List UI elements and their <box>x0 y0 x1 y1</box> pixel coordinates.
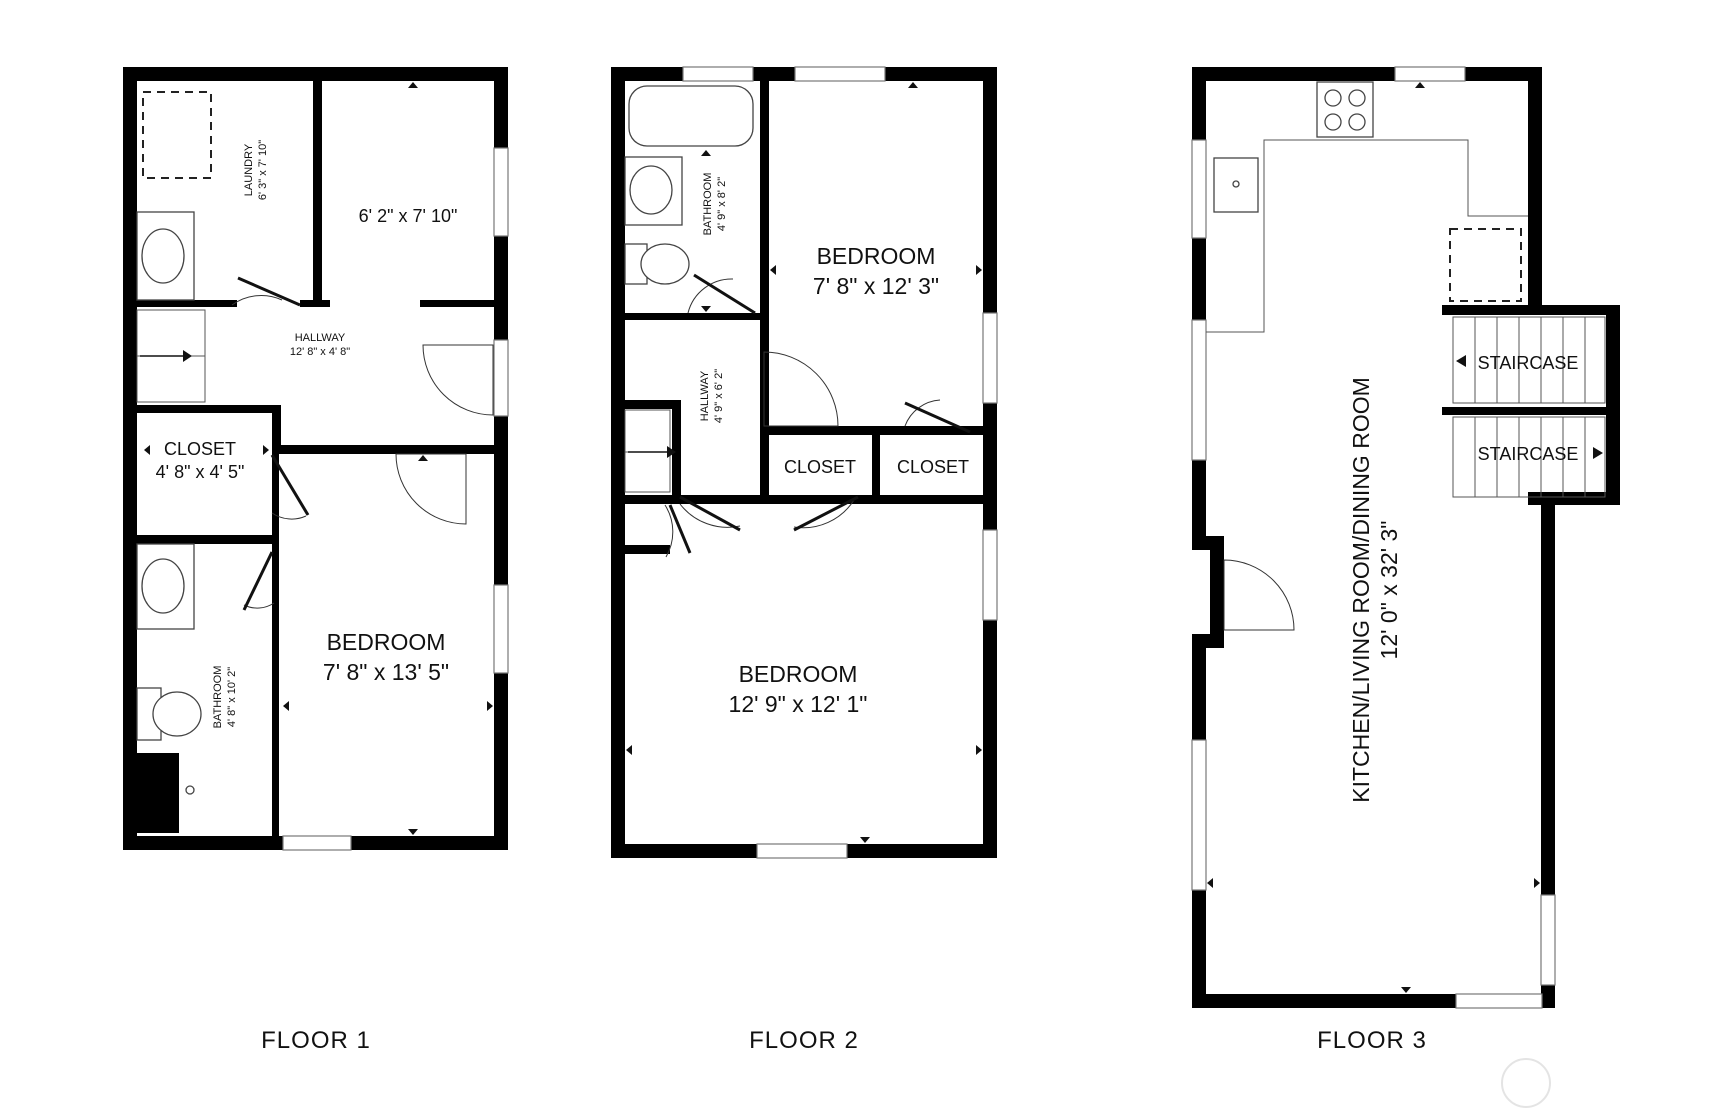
floor1-room-dims: 6' 2" x 7' 10" <box>359 206 458 226</box>
floor1-bathroom-dims: 4' 8" x 10' 2" <box>226 667 238 727</box>
floor1-closet-name: CLOSET <box>164 439 236 459</box>
watermark-compass-icon <box>1501 1058 1551 1108</box>
floor-3-plan <box>1191 66 1620 1009</box>
floor-2-plan <box>611 66 998 859</box>
floor3-main-name: KITCHEN/LIVING ROOM/DINING ROOM <box>1348 377 1374 803</box>
floor2-hallway-dims: 4' 9" x 6' 2" <box>713 369 725 423</box>
floor2-bedroom-bottom-dims: 12' 9" x 12' 1" <box>729 691 868 717</box>
floor2-closet-b-name: CLOSET <box>897 457 969 477</box>
floor1-laundry-name: LAUNDRY <box>243 143 255 196</box>
floor-1-plan <box>123 67 509 851</box>
floor3-stair-up-name: STAIRCASE <box>1478 353 1579 373</box>
floor2-closet-a-name: CLOSET <box>784 457 856 477</box>
floor2-bedroom-top-dims: 7' 8" x 12' 3" <box>813 273 939 299</box>
floor2-bathroom-dims: 4' 9" x 8' 2" <box>716 177 728 231</box>
floor1-bathroom-name: BATHROOM <box>212 666 224 729</box>
floor1-hallway-dims: 12' 8" x 4' 8" <box>290 346 350 358</box>
floor1-hallway-name: HALLWAY <box>295 332 346 344</box>
floor1-bedroom-dims: 7' 8" x 13' 5" <box>323 659 449 685</box>
floor1-laundry-dims: 6' 3" x 7' 10" <box>257 140 269 200</box>
floor3-stair-down-name: STAIRCASE <box>1478 444 1579 464</box>
floor-1-label: FLOOR 1 <box>261 1027 371 1054</box>
floor2-bathroom-name: BATHROOM <box>702 173 714 236</box>
floor3-main-dims: 12' 0" x 32' 3" <box>1376 521 1402 660</box>
floor-3-label: FLOOR 3 <box>1317 1027 1427 1054</box>
floor2-hallway-name: HALLWAY <box>699 370 711 421</box>
floor1-bedroom-name: BEDROOM <box>327 629 446 655</box>
floor2-bedroom-top-name: BEDROOM <box>817 243 936 269</box>
floor1-closet-dims: 4' 8" x 4' 5" <box>156 462 245 482</box>
floor2-bedroom-bottom-name: BEDROOM <box>739 661 858 687</box>
floor-2-label: FLOOR 2 <box>749 1027 859 1054</box>
